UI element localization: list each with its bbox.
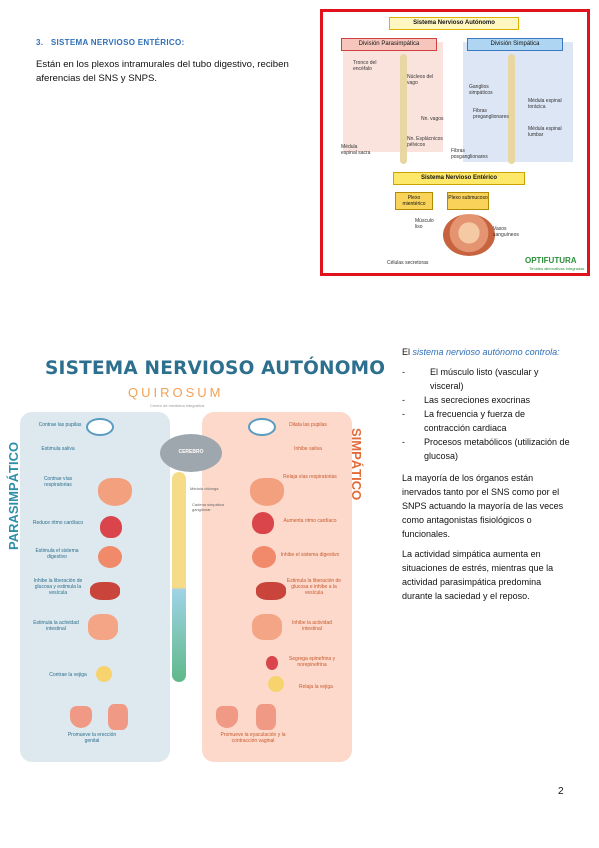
list-item: - La frecuencia y fuerza de contracción c… <box>402 407 570 435</box>
paragraph-stress: La actividad simpática aumenta en situac… <box>402 549 554 601</box>
section-title: SISTEMA NERVIOSO ENTÉRICO: <box>50 38 185 47</box>
stomach-icon-symp <box>252 546 276 568</box>
paragraph-organs: La mayoría de los órganos están inervado… <box>402 473 564 539</box>
symp-label-intestine: Inhibe la actividad intestinal <box>291 620 333 632</box>
label-nucleos: Núcleos del vago <box>407 74 434 86</box>
label-medula-toracica: Médula espinal torácica <box>528 98 562 110</box>
spinal-cord-image <box>172 472 186 682</box>
list-dash: - <box>402 437 405 447</box>
para-label-pupils: Contrae las pupilas <box>38 422 82 428</box>
heart-icon <box>100 516 122 538</box>
label-vasos: Vasos sanguíneos <box>493 226 519 238</box>
para-label-erection: Promueve la erección genital <box>67 732 117 744</box>
intestine-crosssection-image <box>443 214 495 256</box>
optifutura-logo: OPTIFUTURA <box>525 256 577 265</box>
mid-label-cadena: Cadena simpática ganglionar <box>192 502 225 512</box>
eye-icon-symp <box>248 418 276 436</box>
enteric-system-box: Sistema Nervioso Entérico <box>393 172 525 185</box>
infographic-title: SISTEMA NERVIOSO AUTÓNOMO <box>45 358 386 379</box>
list-item-text: La frecuencia y fuerza de contracción ca… <box>424 409 526 433</box>
intestine-icon <box>88 614 118 640</box>
list-item-text: El músculo listo (vascular y visceral) <box>430 367 539 391</box>
liver-icon-symp <box>256 582 286 600</box>
intro-prefix: El <box>402 347 413 357</box>
autonomic-infographic: SISTEMA NERVIOSO AUTÓNOMO QUIROSUM Centr… <box>0 350 388 765</box>
para-label-digestive: Estimula el sistema digestivo <box>35 548 79 560</box>
section-heading: 3. SISTEMA NERVIOSO ENTÉRICO: <box>36 38 184 47</box>
male-genitals-icon-symp <box>256 704 276 730</box>
uterus-icon <box>70 706 92 728</box>
symp-label-bladder: Relaja la vejiga <box>299 684 333 690</box>
list-item: - Procesos metabólicos (utilización de gl… <box>402 435 570 463</box>
page-number: 2 <box>558 786 564 797</box>
list-item: - Las secreciones exocrinas <box>402 393 570 407</box>
uterus-icon-symp <box>216 706 238 728</box>
enteric-diagram-figure: Sistema Nervioso Autónomo División Paras… <box>320 9 590 276</box>
symp-label-adrenal: Segrega epinefrina y norepinefrina <box>288 656 336 668</box>
symp-division-header: División Simpática <box>467 38 563 51</box>
label-celulas: Células secretoras <box>387 260 429 266</box>
intro-paragraph: El sistema nervioso autónomo controla: <box>402 345 570 359</box>
lungs-icon <box>98 478 132 506</box>
sympathetic-side-label: SIMPÁTICO <box>349 428 364 501</box>
list-item: - El músculo listo (vascular y visceral) <box>402 365 570 393</box>
label-tronco: Tronco del encéfalo <box>353 60 377 72</box>
label-musculo-liso: Músculo liso <box>415 218 434 230</box>
list-item-text: Las secreciones exocrinas <box>424 395 531 405</box>
label-medula-sacra: Médula espinal sacra <box>341 144 371 156</box>
para-label-intestine: Estimula la actividad intestinal <box>33 620 79 632</box>
mid-label-oblonga: Médula oblonga <box>190 486 219 491</box>
symp-label-pupils: Dilata las pupilas <box>289 422 327 428</box>
symp-label-saliva: Inhibe saliva <box>294 446 322 452</box>
para-label-airways: Contrae vías respiratorias <box>43 476 73 488</box>
para-label-bladder: Contrae la vejiga <box>49 672 87 678</box>
bladder-icon-symp <box>268 676 284 692</box>
optifutura-tagline: Tiroides alternativas integradas <box>529 266 585 271</box>
symp-label-glucose: Estimula la liberación de glucosa e inhi… <box>286 578 342 596</box>
symp-label-airways: Relaja vías respiratorias <box>283 474 337 480</box>
list-dash: - <box>402 395 405 405</box>
eye-icon <box>86 418 114 436</box>
symp-label-heart: Aumenta ritmo cardíaco <box>283 518 337 524</box>
quirosum-tagline: Centro de medicina integrativa <box>150 403 205 408</box>
label-ganglios: Ganglios simpáticos <box>469 84 493 96</box>
heart-icon-symp <box>252 512 274 534</box>
right-column-text: El sistema nervioso autónomo controla: -… <box>402 345 570 609</box>
para-label-saliva: Estimula saliva <box>41 446 75 452</box>
stomach-icon <box>98 546 122 568</box>
section-number: 3. <box>36 38 44 47</box>
label-fibras-pre: Fibras preganglionares <box>473 108 509 120</box>
symp-region <box>463 42 573 162</box>
list-dash: - <box>402 367 405 377</box>
label-vagos: Nn. vagos <box>421 116 444 122</box>
label-medula-lumbar: Médula espinal lumbar <box>528 126 562 138</box>
label-fibras-post: Fibras posganglionares <box>451 148 488 160</box>
list-dash: - <box>402 409 405 419</box>
intestine-icon-symp <box>252 614 282 640</box>
quirosum-logo: QUIROSUM <box>128 385 224 400</box>
brain-label: CEREBRO <box>178 449 204 455</box>
intro-highlight: sistema nervioso autónomo controla: <box>412 347 560 357</box>
lungs-icon-symp <box>250 478 284 506</box>
plexo-mienterico-box: Plexo mientérico <box>395 192 433 210</box>
para-spine-shape <box>400 54 407 164</box>
para-label-heart: Reduce ritmo cardíaco <box>32 520 84 526</box>
section-body: Están en los plexos intramurales del tub… <box>36 59 289 84</box>
symp-spine-shape <box>508 54 515 164</box>
bladder-icon <box>96 666 112 682</box>
symp-label-ejaculation: Promueve la eyaculación y la contracción… <box>220 732 286 744</box>
liver-icon <box>90 582 120 600</box>
list-item-text: Procesos metabólicos (utilización de glu… <box>424 437 570 461</box>
diagram-title: Sistema Nervioso Autónomo <box>389 17 519 30</box>
brain-image <box>160 434 222 472</box>
kidney-icon <box>266 656 278 670</box>
symp-label-digestive: Inhibe el sistema digestivo <box>280 552 340 558</box>
para-region <box>343 42 443 152</box>
parasympathetic-side-label: PARASIMPÁTICO <box>6 441 21 550</box>
para-division-header: División Parasimpática <box>341 38 437 51</box>
para-label-glucose: Inhibe la liberación de glucosa y estimu… <box>33 578 83 596</box>
label-esplacnicos: Nn. Esplácnicos pélvicos <box>407 136 443 148</box>
male-genitals-icon <box>108 704 128 730</box>
plexo-submucoso-box: Plexo submucoso <box>447 192 489 210</box>
